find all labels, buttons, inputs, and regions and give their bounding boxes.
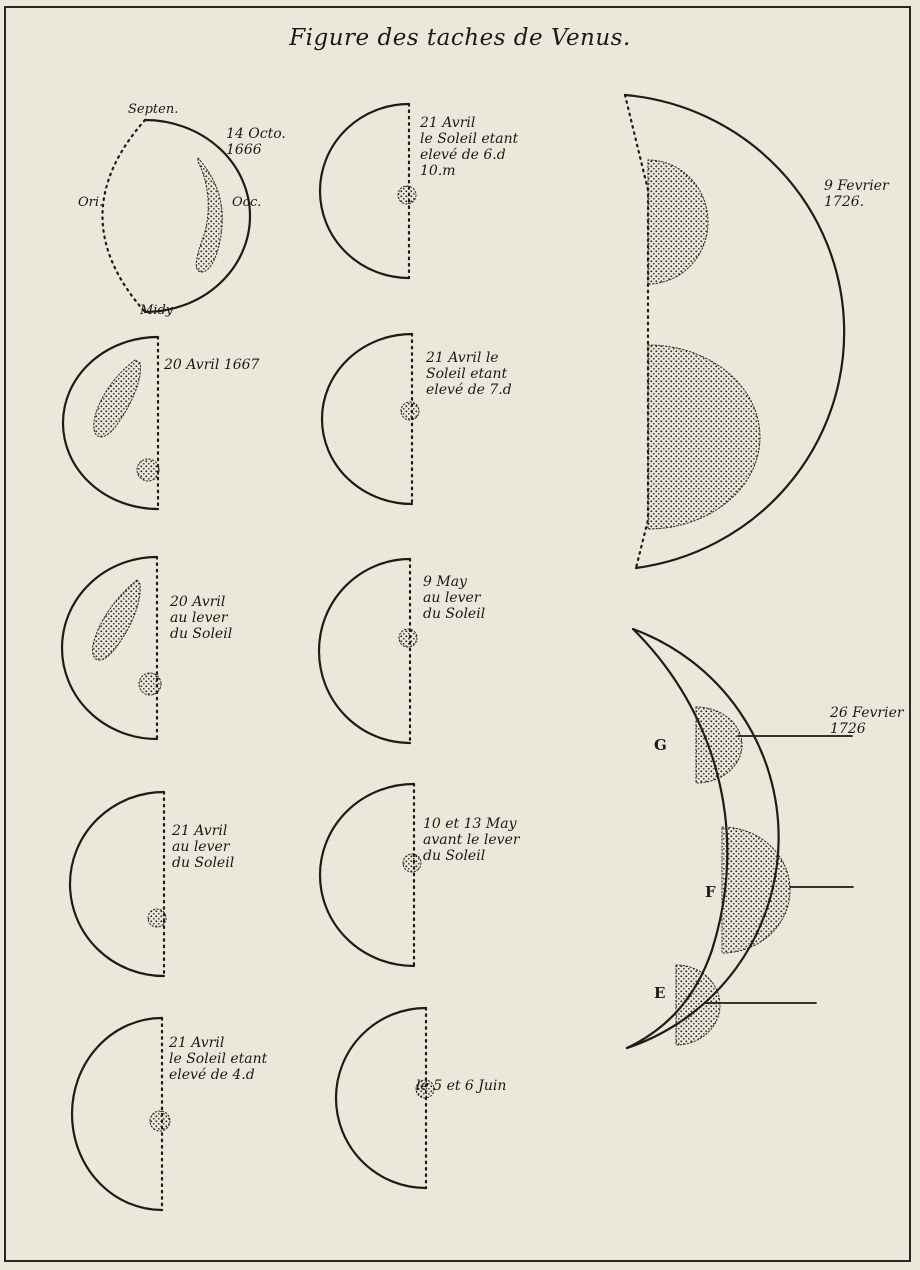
fig6-date-label: 9 May au lever du Soleil [423,574,485,622]
spot-label-e: E [654,985,665,1001]
venus-phase-fig11 [625,95,844,568]
fig8-date-label: 10 et 13 May avant le lever du Soleil [423,816,520,864]
fig9-date-label: 21 Avril le Soleil etant elevé de 4.d [169,1035,267,1083]
plate-title: Figure des taches de Venus. [289,30,631,46]
venus-phase-fig4 [322,334,419,504]
fig10-date-label: le 5 et 6 Juin [416,1078,506,1094]
venus-phase-fig10 [336,1008,434,1188]
fig7-date-label: 21 Avril au lever du Soleil [172,823,234,871]
venus-phase-fig5 [62,557,161,739]
spot-label-f: F [705,884,716,900]
fig12-date-label: 26 Fevrier 1726 [830,705,904,737]
north-label: Septen. [128,102,178,118]
venus-phase-fig9 [72,1018,170,1210]
venus-phase-fig6 [319,559,417,743]
venus-phase-fig2 [320,104,416,278]
south-label: Midy [140,303,173,319]
venus-phase-fig3 [63,337,159,509]
fig11-date-label: 9 Fevrier 1726. [824,178,889,210]
fig3-date-label: 20 Avril 1667 [164,357,259,373]
east-label: Ori. [78,195,103,211]
fig1-date-label: 14 Octo. 1666 [226,126,286,158]
fig5-date-label: 20 Avril au lever du Soleil [170,594,232,642]
fig2-date-label: 21 Avril le Soleil etant elevé de 6.d 10… [420,115,518,179]
venus-phase-fig8 [320,784,421,966]
spot-label-g: G [654,737,667,753]
west-label: Occ. [232,195,261,211]
venus-phase-fig7 [70,792,166,976]
fig4-date-label: 21 Avril le Soleil etant elevé de 7.d [426,350,512,398]
